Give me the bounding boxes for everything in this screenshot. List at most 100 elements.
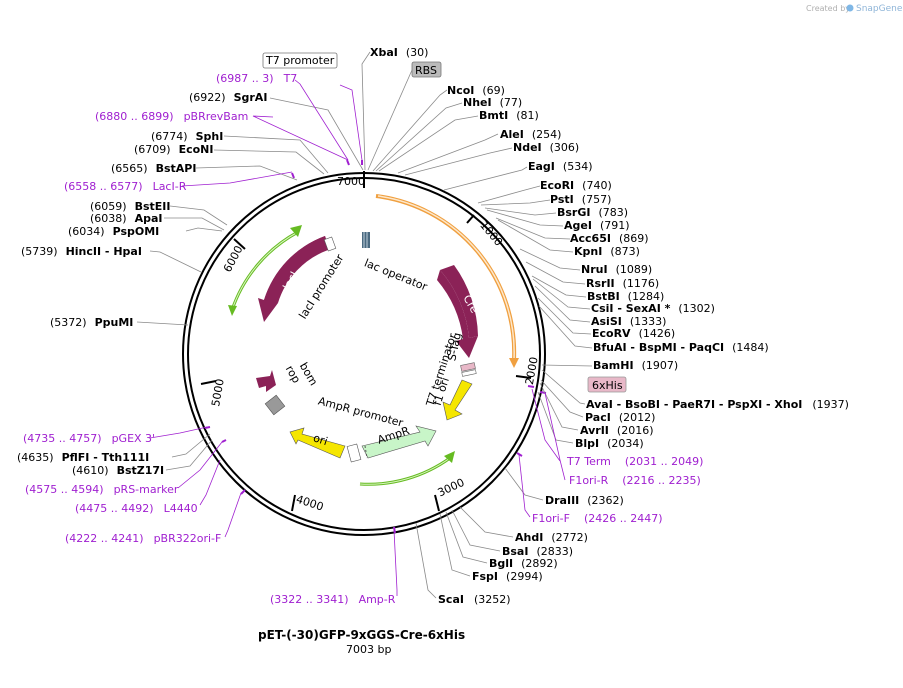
site-leader-lines [136, 51, 593, 599]
tick-label-6000: 6000 [221, 244, 246, 275]
cre-arrow [437, 270, 478, 358]
site-draiii: DraIII(2362) [545, 494, 624, 507]
site-ndei: NdeI(306) [513, 141, 579, 154]
ori-label: ori [312, 431, 330, 448]
snapgene-logo-icon [846, 4, 854, 12]
ampr-promoter-label: AmpR promoter [317, 394, 405, 429]
tick-label-4000: 4000 [294, 493, 325, 514]
feature-pbrrevbam: (6880 .. 6899)pBRrevBam [95, 110, 248, 123]
ampr-arrow [361, 425, 437, 459]
lac-operator-marker [362, 232, 370, 248]
inner-features: lac operator Cre S-Tag T7 terminator f1 … [228, 225, 481, 486]
left-feature-labels: (6987 .. 3)T7 (6880 .. 6899)pBRrevBam (6… [23, 72, 297, 545]
tick-label-3000: 3000 [436, 476, 467, 500]
feature-laci-r: (6558 .. 6577)LacI-R [64, 180, 187, 193]
site-scai: ScaI(3252) [438, 593, 511, 606]
site-econi: (6709)EcoNI [134, 143, 213, 156]
tick-4000 [291, 494, 296, 512]
site-ppumi: (5372)PpuMI [50, 316, 133, 329]
t7-terminator-marker [461, 369, 477, 377]
feature-t7: (6987 .. 3)T7 [216, 72, 297, 85]
tick-2000 [515, 375, 532, 379]
feature-pbr322ori-f: (4222 .. 4241)pBR322ori-F [65, 532, 221, 545]
site-xbai: XbaI(30) [370, 46, 428, 59]
t7-promoter-box: T7 promoter [262, 52, 338, 69]
site-apai: (6038)ApaI [90, 212, 162, 225]
site-nrui: NruI(1089) [581, 263, 652, 276]
right-feature-labels: T7 Term(2031 .. 2049) F1ori-R(2216 .. 22… [270, 455, 703, 606]
tick-label-2000: 2000 [523, 356, 541, 386]
site-bamhi: BamHI(1907) [593, 359, 678, 372]
site-blpi: BlpI(2034) [575, 437, 644, 450]
site-bstz17i: (4610)BstZ17I [72, 464, 164, 477]
feature-prs-marker: (4575 .. 4594)pRS-marker [25, 483, 179, 496]
site-ecori: EcoRI(740) [540, 179, 612, 192]
site-bsteii: (6059)BstEII [90, 200, 170, 213]
rbs-box: RBS [411, 61, 442, 78]
tick-6000 [233, 238, 246, 250]
site-pflfi-tth111i: (4635)PflFI - Tth111I [17, 451, 149, 464]
site-bstbi: BstBI(1284) [587, 290, 664, 303]
site-sgrai: (6922)SgrAI [189, 91, 267, 104]
primer-leader-lines [149, 79, 566, 596]
tick-label-5000: 5000 [209, 378, 227, 408]
site-csii-sexai: CsiI - SexAI *(1302) [591, 302, 715, 315]
s-tag-marker [460, 362, 476, 372]
tick-labels: 1000 2000 3000 4000 5000 6000 7000 [209, 175, 541, 514]
t7-promoter-label: T7 promoter [265, 54, 335, 67]
site-ncoi: NcoI(69) [447, 84, 505, 97]
feature-t7-term: T7 Term(2031 .. 2049) [566, 455, 703, 468]
his-box: 6xHis [587, 376, 627, 393]
site-asisi: AsiSI(1333) [591, 315, 666, 328]
gfp-orange-arc-inner [377, 195, 515, 361]
ampr-promoter-marker [346, 443, 362, 463]
s-tag-label: S-Tag [445, 331, 464, 362]
feature-f1ori-r: F1ori-R(2216 .. 2235) [569, 474, 701, 487]
site-nhei: NheI(77) [463, 96, 522, 109]
tick-3000 [434, 494, 440, 512]
position-ticks [200, 171, 532, 512]
site-bfuai-bspmi-paqci: BfuAI - BspMI - PaqCI(1484) [593, 341, 769, 354]
site-bmti: BmtI(81) [479, 109, 539, 122]
site-bsai: BsaI(2833) [502, 545, 573, 558]
site-avrii: AvrII(2016) [580, 424, 653, 437]
site-rsrii: RsrII(1176) [586, 277, 659, 290]
site-kpni: KpnI(873) [574, 245, 640, 258]
feature-l4440: (4475 .. 4492)L4440 [75, 502, 198, 515]
site-ecorv: EcoRV(1426) [592, 327, 675, 340]
site-fspi: FspI(2994) [472, 570, 543, 583]
green-arrowhead-bottom-icon [444, 451, 455, 463]
lac-operator-label: lac operator [362, 256, 429, 293]
site-ahdi: AhdI(2772) [515, 531, 588, 544]
site-eagi: EagI(534) [528, 160, 593, 173]
site-avai-xhoi: AvaI - BsoBI - PaeR7I - PspXI - XhoI(193… [586, 398, 849, 411]
site-acc65i: Acc65I(869) [570, 232, 649, 245]
watermark-prefix: Created by [806, 4, 850, 13]
left-site-labels: (6922)SgrAI (6774)SphI (6709)EcoNI (6565… [17, 91, 267, 477]
watermark-brand: SnapGene [856, 4, 903, 14]
tick-1000 [466, 214, 475, 224]
tick-5000 [200, 380, 217, 385]
green-arc-bottom [359, 456, 451, 486]
plasmid-size: 7003 bp [346, 643, 391, 656]
site-alei: AleI(254) [500, 128, 561, 141]
feature-f1ori-f: F1ori-F(2426 .. 2447) [532, 512, 663, 525]
tick-label-7000: 7000 [337, 175, 365, 188]
site-agei: AgeI(791) [564, 219, 630, 232]
site-bsrgi: BsrGI(783) [557, 206, 628, 219]
site-pspomi: (6034)PspOMI [68, 225, 159, 238]
green-arrowhead-top-icon [290, 225, 302, 237]
site-bgli: BglI(2892) [489, 557, 558, 570]
ori-arrow [289, 427, 346, 459]
rop-arrow [256, 370, 276, 392]
site-sphi: (6774)SphI [151, 130, 223, 143]
plasmid-name: pET-(-30)GFP-9xGGS-Cre-6xHis [258, 628, 465, 642]
right-site-labels: XbaI(30) NcoI(69) NheI(77) BmtI(81) AleI… [370, 46, 849, 606]
site-paci: PacI(2012) [585, 411, 655, 424]
feature-pgex3: (4735 .. 4757)pGEX 3' [23, 432, 155, 445]
site-hincii-hpai: (5739)HincII - HpaI [21, 245, 142, 258]
site-psti: PstI(757) [550, 193, 611, 206]
gfp-arrowhead-icon [509, 358, 519, 368]
